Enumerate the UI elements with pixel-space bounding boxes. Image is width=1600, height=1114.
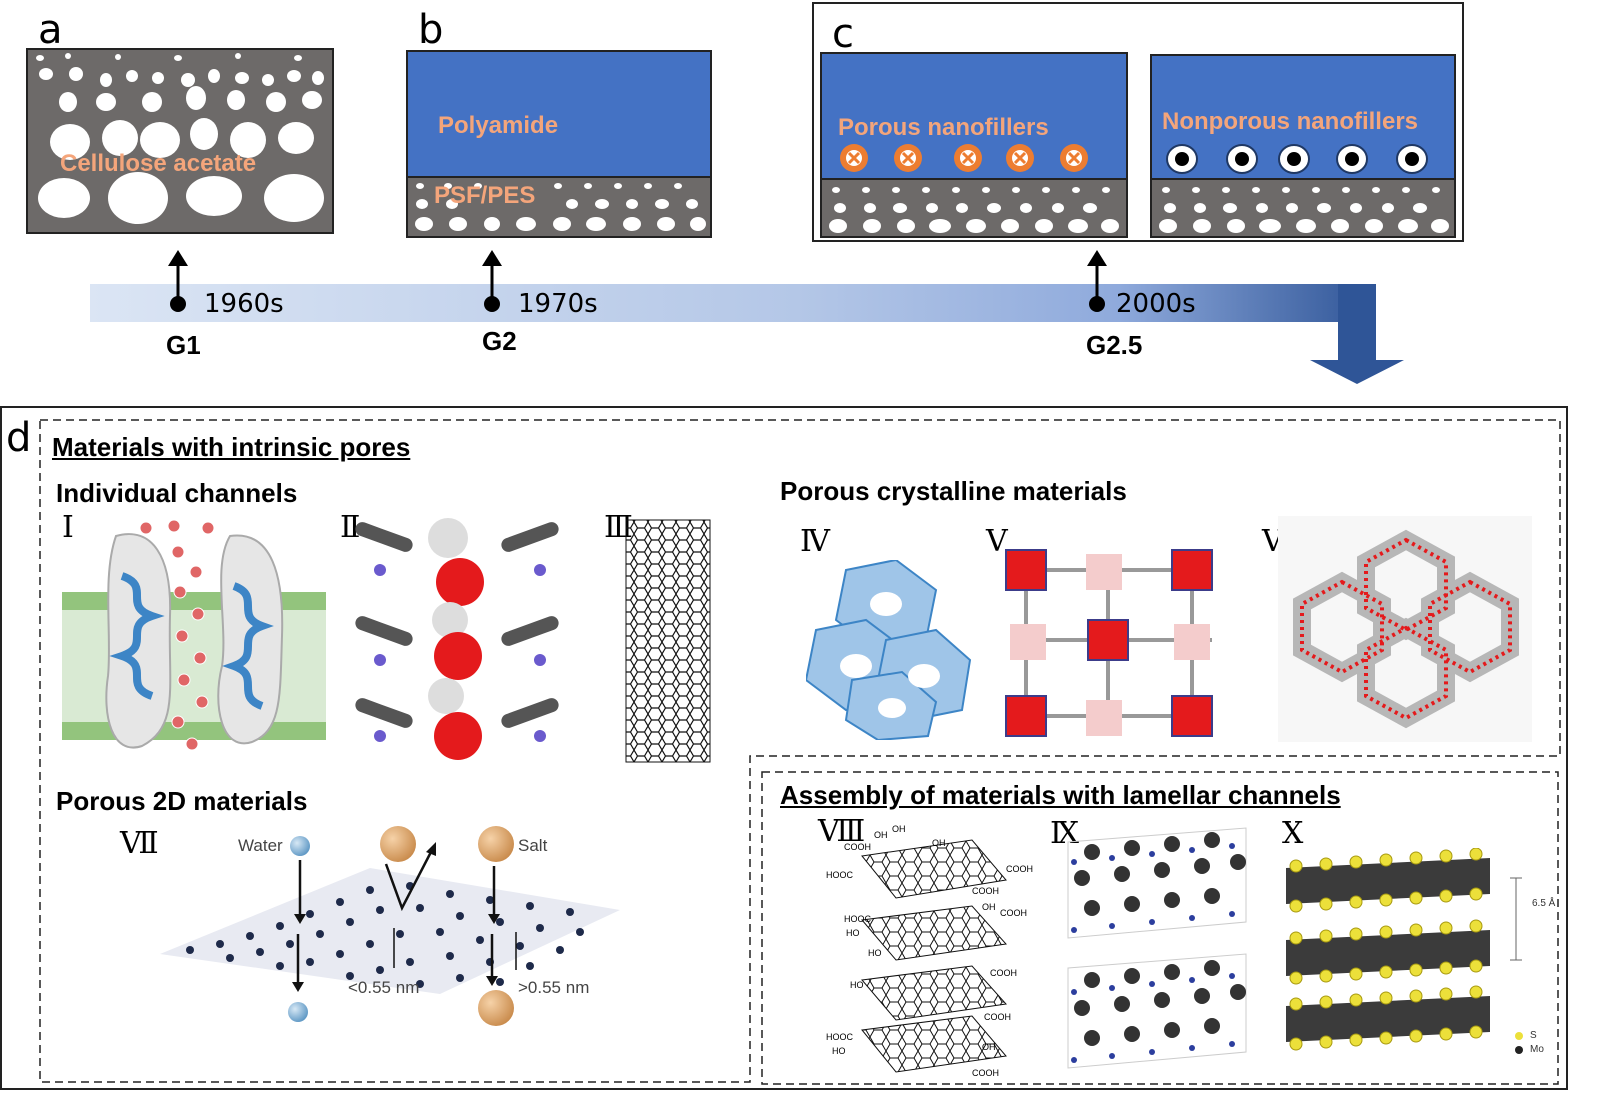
graphene-oxide-illustration	[861, 839, 1007, 1073]
go-label: HOOC	[826, 870, 853, 880]
porous-2d-title: Porous 2D materials	[56, 786, 308, 816]
go-label: COOH	[972, 1068, 999, 1078]
nonporous-nanofiller-membrane: Nonporous nanofillers	[1150, 54, 1456, 238]
go-label: HO	[832, 1046, 846, 1056]
panel-label-c: c	[832, 11, 854, 57]
mof-illustration	[1005, 549, 1213, 737]
mos2-spacing-label: 6.5 Å	[1532, 898, 1556, 909]
polyamide-layer: Nonporous nanofillers	[1152, 56, 1454, 180]
polyamide-layer: Polyamide	[408, 52, 710, 178]
polyamide-layer: Porous nanofillers	[822, 54, 1126, 180]
lamellar-channels-title: Assembly of materials with lamellar chan…	[780, 780, 1341, 810]
porous-crystalline-title: Porous crystalline materials	[780, 476, 1127, 506]
go-label: OH	[982, 1042, 996, 1052]
go-label: COOH	[984, 1012, 1011, 1022]
go-label: COOH	[1000, 908, 1027, 918]
support-layer	[822, 180, 1126, 236]
panel-d-dashed-frames	[39, 419, 1561, 1085]
water-wire-illustration	[355, 518, 559, 760]
aquaporin-illustration	[62, 519, 326, 751]
timeline-year-1970s: 1970s	[518, 289, 598, 319]
go-label: COOH	[1006, 864, 1033, 874]
go-label: HO	[868, 948, 882, 958]
numeral-x: Ⅹ	[1282, 816, 1304, 851]
porous-nanofillers	[840, 144, 1088, 172]
support-pores	[415, 183, 706, 231]
cellulose-acetate-label: Cellulose acetate	[60, 150, 257, 177]
go-label: HOOC	[844, 914, 871, 924]
graphene-small-pore-label: <0.55 nm	[348, 978, 420, 997]
panel-label-d: d	[6, 415, 32, 461]
numeral-vii: Ⅶ	[120, 826, 159, 861]
zeolite-illustration	[806, 560, 972, 740]
graphene-water-label: Water	[238, 836, 283, 855]
intrinsic-pores-title: Materials with intrinsic pores	[52, 432, 411, 462]
cellulose-acetate-membrane: Cellulose acetate	[26, 48, 334, 234]
go-label: OH	[892, 824, 906, 834]
timeline-year-1960s: 1960s	[204, 289, 284, 319]
timeline-generation-g2: G2	[482, 326, 517, 356]
go-label: OH	[932, 838, 946, 848]
go-label: OH	[874, 830, 888, 840]
porous-nanofiller-membrane: Porous nanofillers	[820, 52, 1128, 238]
numeral-ix: Ⅸ	[1050, 816, 1079, 851]
nonporous-nanofillers-label: Nonporous nanofillers	[1162, 108, 1419, 135]
polyamide-label: Polyamide	[438, 112, 559, 139]
panel-label-b: b	[418, 7, 444, 53]
go-label: COOH	[990, 968, 1017, 978]
numeral-i: Ⅰ	[62, 510, 74, 545]
panel-c-frame	[812, 2, 1464, 242]
support-layer: PSF/PES	[408, 178, 710, 236]
support-layer	[1152, 180, 1454, 236]
numeral-iv: Ⅳ	[800, 524, 830, 559]
go-label: HOOC	[826, 1032, 853, 1042]
timeline-arrow	[90, 250, 1404, 384]
carbon-nanotube-illustration	[625, 519, 711, 763]
go-label: HO	[850, 980, 864, 990]
timeline-generation-g25: G2.5	[1086, 330, 1143, 360]
numeral-ii: Ⅱ	[340, 510, 361, 545]
go-functional-group-labels: OH OH OH COOH COOH HOOC COOH HOOC OH COO…	[822, 820, 1033, 1082]
numeral-v: Ⅴ	[986, 524, 1008, 559]
individual-channels-title: Individual channels	[56, 478, 298, 508]
go-label: HO	[846, 928, 860, 938]
graphene-salt-label: Salt	[518, 836, 548, 855]
mos2-legend-s: S	[1530, 1030, 1537, 1041]
psf-pes-label: PSF/PES	[434, 182, 536, 209]
graphene-large-pore-label: >0.55 nm	[518, 978, 590, 997]
layered-crystal-illustration	[1067, 827, 1247, 1069]
numeral-viii: Ⅷ	[818, 814, 866, 849]
tfc-membrane: Polyamide PSF/PES	[406, 50, 712, 238]
support-pores	[829, 187, 1119, 233]
cof-illustration	[1278, 516, 1532, 742]
timeline-year-2000s: 2000s	[1116, 289, 1196, 319]
mos2-layers-illustration	[1286, 848, 1523, 1054]
support-pores	[1159, 187, 1449, 233]
porous-graphene-illustration	[160, 826, 620, 1026]
nonporous-nanofillers	[1166, 144, 1428, 174]
go-label: COOH	[972, 886, 999, 896]
pores-illustration	[36, 53, 324, 224]
mos2-legend-mo: Mo	[1530, 1044, 1544, 1055]
panel-d-frame	[0, 406, 1568, 1090]
go-label: COOH	[844, 842, 871, 852]
porous-nanofillers-label: Porous nanofillers	[838, 114, 1049, 141]
panel-label-a: a	[38, 7, 63, 53]
go-label: OH	[982, 902, 996, 912]
timeline-generation-g1: G1	[166, 330, 201, 360]
